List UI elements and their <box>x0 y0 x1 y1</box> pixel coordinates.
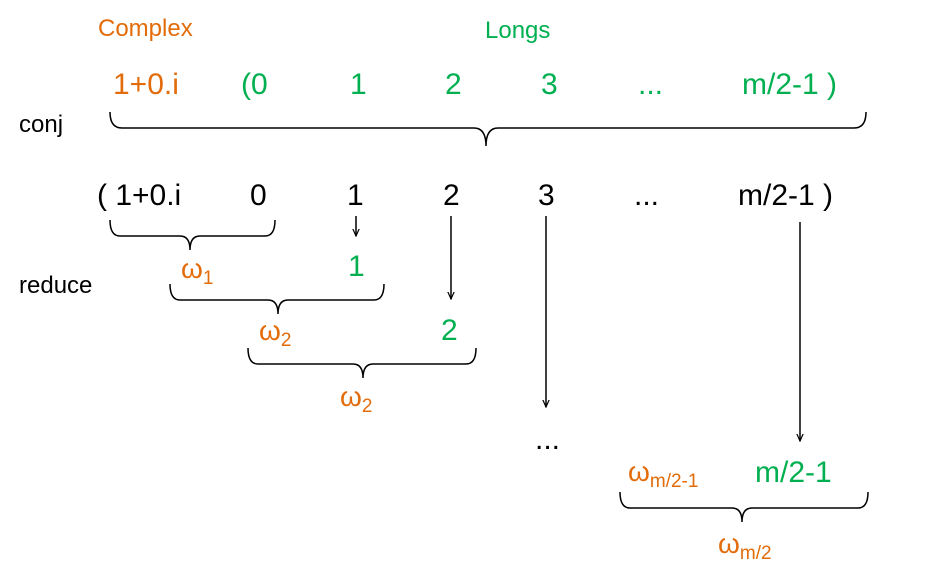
reduce-brace-3 <box>247 347 477 379</box>
reduce-value-1: 1 <box>348 250 365 283</box>
top-long-3: 3 <box>541 68 558 101</box>
reduce-value-last: m/2-1 <box>755 456 832 489</box>
longs-header: Longs <box>485 17 551 44</box>
top-long-1: 1 <box>350 68 367 101</box>
omega-2: ω2 <box>259 315 292 351</box>
conj-value-3: 3 <box>538 179 555 212</box>
reduce-label: reduce <box>19 272 93 299</box>
conj-brace <box>109 111 867 147</box>
omega-3: ω2 <box>340 381 373 417</box>
top-complex-value: 1+0.i <box>113 68 179 101</box>
top-long-ellipsis: ... <box>638 68 664 101</box>
final-brace <box>619 491 869 523</box>
top-long-0: (0 <box>241 68 268 101</box>
conj-label: conj <box>19 111 64 138</box>
conj-value-1: 1 <box>347 179 364 212</box>
conj-value-2: 2 <box>443 179 460 212</box>
omega-last: ωm/2-1 <box>628 456 699 492</box>
omega-final: ωm/2 <box>718 528 772 564</box>
reduce-brace-1 <box>109 219 276 251</box>
conj-value-0: 0 <box>250 179 267 212</box>
omega-1: ω1 <box>181 253 214 289</box>
reduce-brace-2 <box>169 283 385 315</box>
conj-ellipsis: ... <box>634 179 660 212</box>
top-long-2: 2 <box>445 68 462 101</box>
reduce-value-2: 2 <box>441 314 458 347</box>
conj-value-last: m/2-1 ) <box>738 179 834 212</box>
conj-complex-value: ( 1+0.i <box>97 179 182 212</box>
complex-header: Complex <box>98 15 193 42</box>
top-long-last: m/2-1 ) <box>742 68 838 101</box>
reduce-ellipsis: ... <box>535 423 561 456</box>
